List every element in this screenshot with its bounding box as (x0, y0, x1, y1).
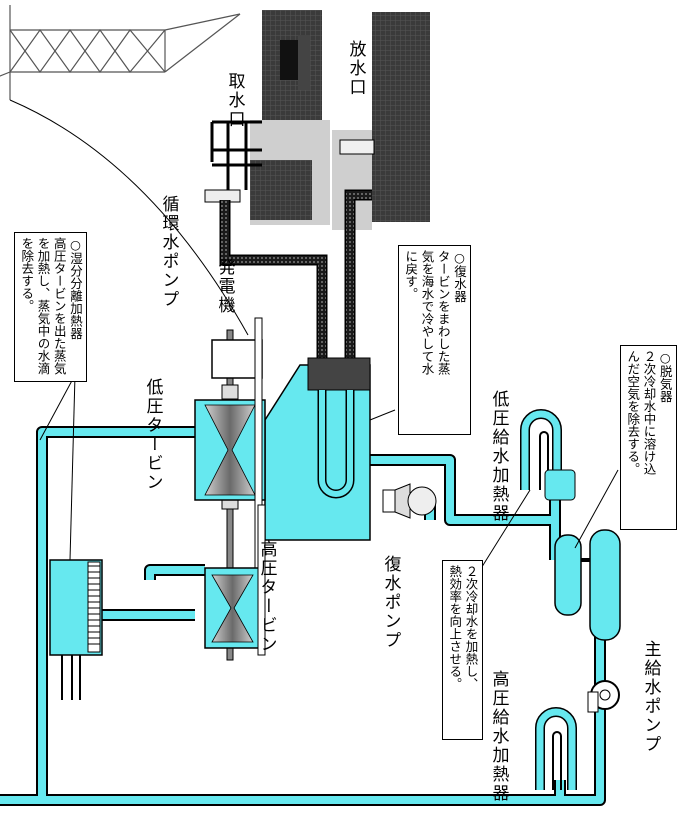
moisture-separator-note-line3: を加熱し、蒸気中の水滴 (35, 237, 51, 375)
moisture-separator-reheater (49, 559, 103, 700)
hp-heater-body (535, 707, 577, 790)
lp-heater-body (520, 409, 576, 501)
condenser (264, 357, 371, 541)
hp-turbine-body (204, 504, 266, 656)
feed-heater-note-line2: 熱効率を向上させる。 (447, 565, 463, 690)
moisture-separator-note: ○湿分分離加熱器 高圧タービンを出た蒸気 を加熱し、蒸気中の水滴 を除去する。 (14, 232, 87, 382)
lp-turbine-label-line1: 低圧 (142, 378, 163, 416)
lp-turbine-label-line2: タービン (142, 416, 163, 492)
deaerator-note-line1: ○脱気器 (657, 350, 673, 403)
condensate-pump-label: 復水ポンプ (380, 555, 401, 650)
deaerator-note: ○脱気器 ２次冷却水中に溶け込 んだ空気を除去する。 (620, 345, 677, 530)
main-feed-pump-body (587, 680, 620, 713)
circulating-pump-label-line1: 循環水 (158, 195, 179, 252)
condenser-note-line4: に戻す。 (403, 250, 419, 300)
lp-turbine-body (194, 317, 266, 579)
generator-body (211, 339, 263, 379)
deaerator-note-line2: ２次冷却水中に溶け込 (641, 350, 657, 475)
condenser-note-line3: 気を海水で冷やして水 (419, 250, 435, 375)
lp-heater-label: 低圧給水加熱器 (488, 390, 509, 523)
circulating-pump-label: 循環水ポンプ (158, 195, 179, 309)
transmission-tower (0, 5, 249, 336)
moisture-separator-note-line2: 高圧タービンを出た蒸気 (51, 237, 67, 375)
condenser-note-line1: ○復水器 (452, 250, 467, 303)
condensate-pump-body (382, 483, 437, 519)
main-feed-pump-label: 主給水ポンプ (640, 640, 661, 754)
moisture-separator-note-line4: を除去する。 (19, 237, 35, 312)
hp-turbine-label: 高圧タービン (256, 540, 277, 654)
hp-heater-label: 高圧給水加熱器 (488, 670, 509, 803)
lp-heater-label-line2: 給水加熱器 (488, 428, 509, 523)
generator-label: 発電機 (214, 258, 235, 315)
lp-turbine-label: 低圧タービン (142, 378, 163, 492)
hp-heater-label-line1: 高圧 (488, 670, 509, 708)
circulating-pump-label-line2: ポンプ (158, 252, 179, 309)
hp-heater-label-line2: 給水加熱器 (488, 708, 509, 803)
condenser-note: ○復水器 タービンをまわした蒸 気を海水で冷やして水 に戻す。 (398, 245, 471, 435)
feed-heater-note: ２次冷却水を加熱し、 熱効率を向上させる。 (442, 560, 483, 740)
moisture-separator-note-line1: ○湿分分離加熱器 (68, 237, 83, 340)
intake-label: 取水口 (224, 72, 245, 129)
condensate-pump-label-line1: 復水 (380, 555, 401, 593)
deaerator-body (554, 529, 621, 641)
deaerator-note-line3: んだ空気を除去する。 (625, 350, 641, 475)
condensate-pump-label-line2: ポンプ (380, 593, 401, 650)
discharge-label: 放水口 (345, 40, 366, 97)
condenser-note-line2: タービンをまわした蒸 (435, 250, 451, 375)
feed-heater-note-line1: ２次冷却水を加熱し、 (463, 565, 479, 690)
circulating-pump-frame (210, 120, 262, 190)
lp-heater-label-line1: 低圧 (488, 390, 509, 428)
intake-structure (250, 10, 330, 225)
